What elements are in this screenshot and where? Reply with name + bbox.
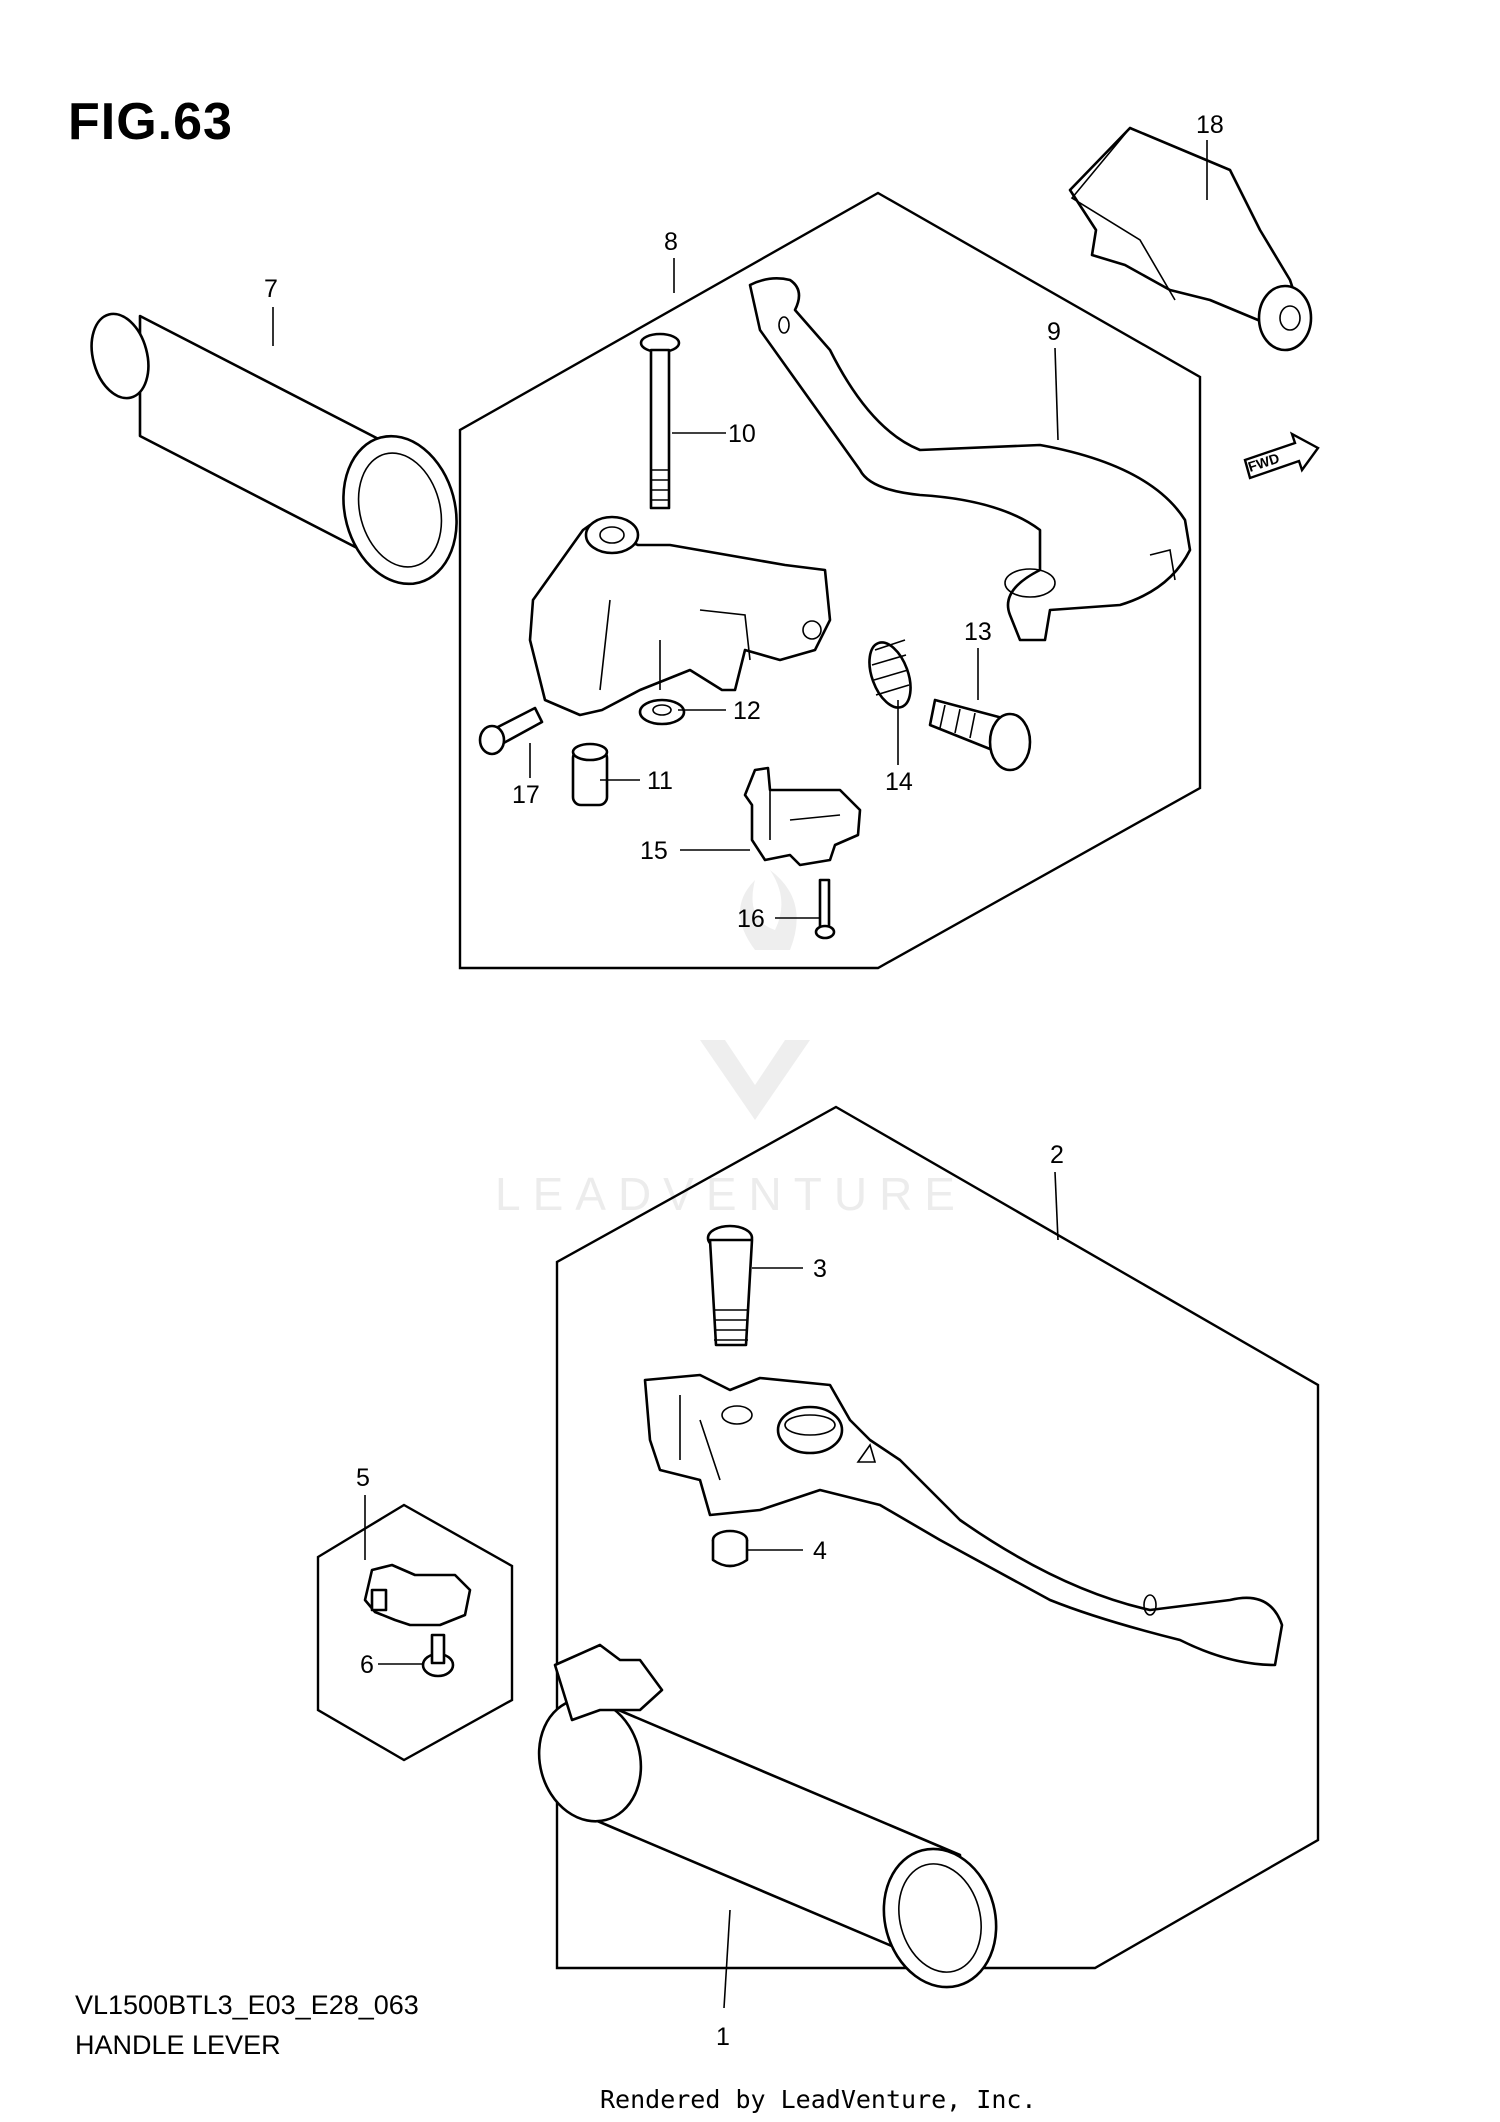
watermark-text: LEADVENTURE (495, 1168, 967, 1220)
model-code: VL1500BTL3_E03_E28_063 (75, 1990, 419, 2020)
callout-3: 3 (813, 1255, 827, 1283)
figure-title: FIG.63 (68, 93, 233, 151)
callout-15: 15 (640, 837, 668, 865)
part-5-front-brake-switch (363, 1563, 472, 1627)
part-14-adjuster-nut (868, 639, 912, 709)
part-17-bolt (478, 706, 544, 756)
callout-14: 14 (885, 768, 913, 796)
part-3-pivot-bolt (706, 1224, 754, 1347)
callout-18: 18 (1196, 111, 1224, 139)
part-6-screw (421, 1633, 455, 1678)
part-2-brake-lever (643, 1373, 1284, 1667)
kit-outline-brake-lever (555, 1105, 1320, 1970)
part-13-adjuster-bolt (928, 698, 1032, 772)
callout-13: 13 (964, 618, 992, 646)
part-11-collar (571, 742, 609, 807)
callout-1: 1 (716, 2023, 730, 2051)
callout-2: 2 (1050, 1141, 1064, 1169)
kit-outline-switch (316, 1503, 514, 1762)
render-credit: Rendered by LeadVenture, Inc. (600, 2085, 1037, 2114)
callout-9: 9 (1047, 318, 1061, 346)
section-name: HANDLE LEVER (75, 2030, 281, 2060)
part-12-nut (638, 698, 686, 726)
callout-8: 8 (664, 228, 678, 256)
kit-outline-clutch-lever (458, 191, 1202, 970)
callout-6: 6 (360, 1651, 374, 1679)
callout-12: 12 (733, 697, 761, 725)
part-15-clutch-switch (743, 766, 862, 867)
callout-11: 11 (647, 767, 673, 795)
part-10-pivot-bolt (639, 332, 681, 510)
part-16-screw (814, 878, 836, 940)
part-7-handlebar-grip-left (90, 312, 458, 586)
part-4-nut (711, 1529, 749, 1568)
callout-16: 16 (737, 905, 765, 933)
part-9-clutch-lever (748, 277, 1192, 642)
part-18-lever-guard (1068, 126, 1313, 352)
callout-10: 10 (728, 420, 756, 448)
callout-7: 7 (264, 275, 278, 303)
callout-5: 5 (356, 1464, 370, 1492)
leader-lines (272, 140, 1208, 2009)
fwd-direction-indicator: FWD (1243, 431, 1320, 480)
part-8-clutch-lever-holder (528, 515, 832, 717)
callout-labels: 1 2 3 4 5 6 7 8 9 10 11 12 13 14 15 16 1… (264, 111, 1224, 2051)
callout-17: 17 (512, 781, 540, 809)
part-1-throttle-grip (537, 1643, 998, 1989)
watermark-logo: LEADVENTURE (495, 870, 967, 1220)
callout-4: 4 (813, 1537, 827, 1565)
